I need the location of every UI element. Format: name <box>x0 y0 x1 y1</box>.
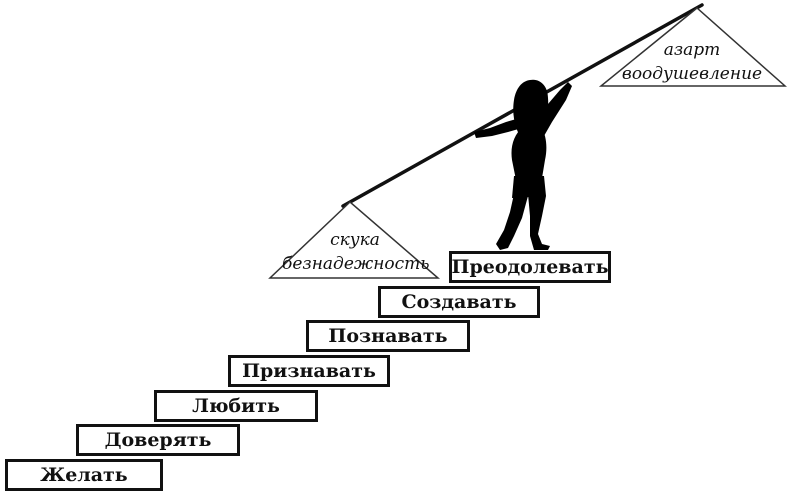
high-weight-label: азарт воодушевление <box>612 38 772 86</box>
step-3: Любить <box>154 390 318 422</box>
high-weight-triangle <box>598 7 787 87</box>
high-weight-line2: воодушевление <box>621 64 763 84</box>
step-1: Желать <box>5 459 163 491</box>
low-weight-label: скука безнадежность <box>282 228 430 276</box>
low-weight-line1: скука <box>330 230 380 250</box>
walker-silhouette-icon <box>474 79 572 250</box>
low-weight-line2: безнадежность <box>282 254 430 274</box>
step-2: Доверять <box>76 424 240 456</box>
step-6: Создавать <box>378 286 540 318</box>
low-weight-triangle <box>268 200 441 279</box>
step-7: Преодолевать <box>449 251 611 283</box>
step-5: Познавать <box>306 320 470 352</box>
step-4: Признавать <box>228 355 390 387</box>
high-weight-line1: азарт <box>663 40 721 60</box>
